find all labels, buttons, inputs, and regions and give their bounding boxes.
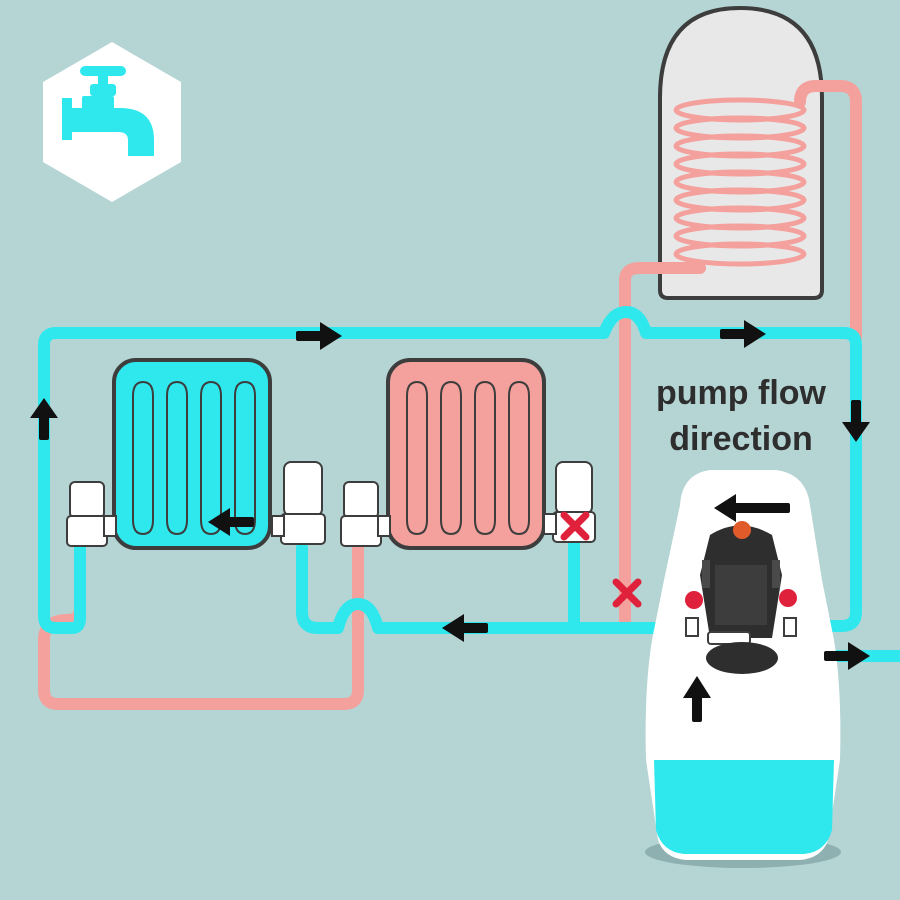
- pump-motor-casing: [715, 565, 767, 625]
- flow-arrow-icon: [683, 676, 711, 722]
- water-tap-icon: [62, 66, 154, 156]
- cylinder-return-pipe: [619, 262, 706, 634]
- red-cross-icon: [560, 511, 590, 541]
- pump-flow-label-line2: direction: [669, 420, 813, 458]
- flow-arrow-icon: [824, 642, 870, 670]
- flow-arrows: [30, 320, 870, 722]
- cold-radiator: [112, 358, 272, 550]
- power-flush-pump: [645, 470, 841, 868]
- flow-arrow-icon: [442, 614, 488, 642]
- cylinder-coil: [673, 97, 807, 267]
- flow-arrow-icon: [296, 322, 342, 350]
- right-radiator-lockshield-valve: [340, 481, 391, 547]
- cylinder-flow-pipe: [794, 80, 862, 344]
- flow-arrow-icon: [714, 494, 790, 522]
- pump-water: [654, 760, 834, 854]
- pump-flow-label-line1: pump flow: [656, 374, 827, 412]
- pump-filter-cap: [706, 642, 778, 674]
- tap-badge: [43, 42, 181, 202]
- bottom-return-pipe: [296, 542, 696, 634]
- pump-right-valve-handle: [779, 589, 797, 607]
- flow-arrow-icon: [720, 320, 766, 348]
- red-cross-icon: [612, 578, 642, 608]
- pump-left-valve-handle: [685, 591, 703, 609]
- flow-arrow-icon: [30, 398, 58, 440]
- left-radiator-feed: [38, 464, 86, 634]
- hot-radiator: [386, 358, 546, 550]
- left-radiator-thermostatic-valve: [271, 461, 326, 545]
- pump-indicator-light: [733, 521, 751, 539]
- flow-arrow-icon: [208, 508, 254, 536]
- flow-arrow-icon: [842, 400, 870, 442]
- left-radiator-lockshield-valve: [66, 481, 117, 547]
